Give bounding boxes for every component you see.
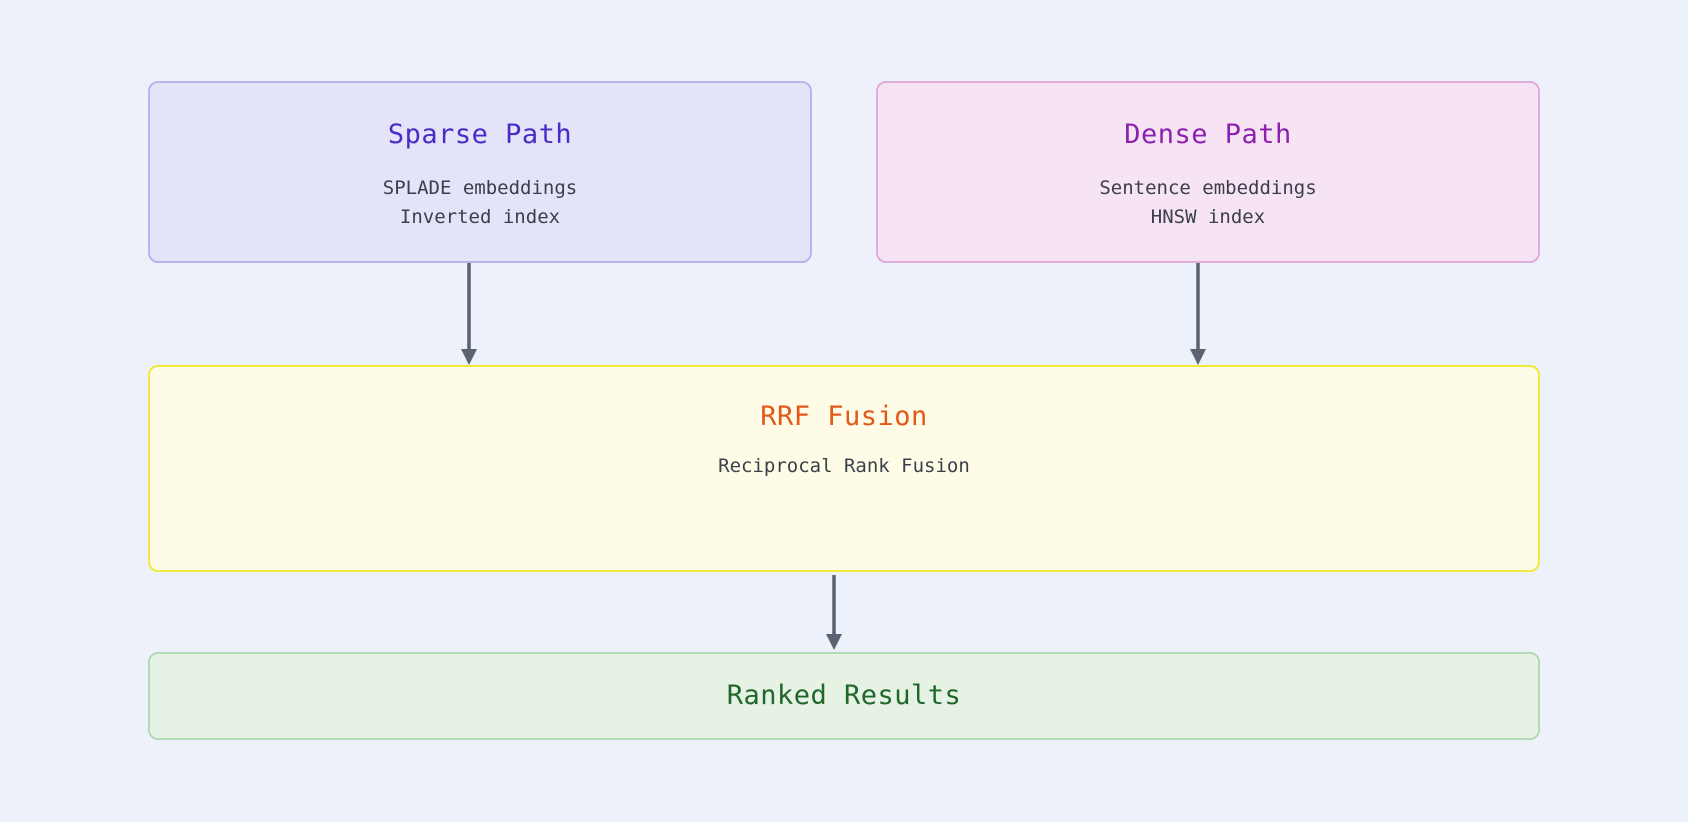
connector-fusion-to-results <box>824 575 844 650</box>
node-sparse-path: Sparse Path SPLADE embeddings Inverted i… <box>148 81 812 263</box>
arrow-down-icon <box>826 575 842 650</box>
node-dense-path: Dense Path Sentence embeddings HNSW inde… <box>876 81 1540 263</box>
rrf-fusion-title: RRF Fusion <box>760 401 928 432</box>
sparse-path-line-1: SPLADE embeddings <box>382 177 578 199</box>
sparse-path-title: Sparse Path <box>387 119 573 150</box>
dense-path-line-1: Sentence embeddings <box>1099 177 1317 199</box>
arrow-down-icon <box>461 263 477 365</box>
node-rrf-fusion: RRF Fusion Reciprocal Rank Fusion <box>148 365 1540 572</box>
ranked-results-title: Ranked Results <box>726 680 962 711</box>
dense-path-title: Dense Path <box>1124 119 1292 150</box>
rrf-fusion-line-1: Reciprocal Rank Fusion <box>718 455 970 477</box>
node-ranked-results: Ranked Results <box>148 652 1540 740</box>
dense-path-line-2: HNSW index <box>1150 206 1266 228</box>
connector-dense-to-fusion <box>1188 263 1208 365</box>
connector-sparse-to-fusion <box>459 263 479 365</box>
sparse-path-line-2: Inverted index <box>399 206 561 228</box>
arrow-down-icon <box>1190 263 1206 365</box>
